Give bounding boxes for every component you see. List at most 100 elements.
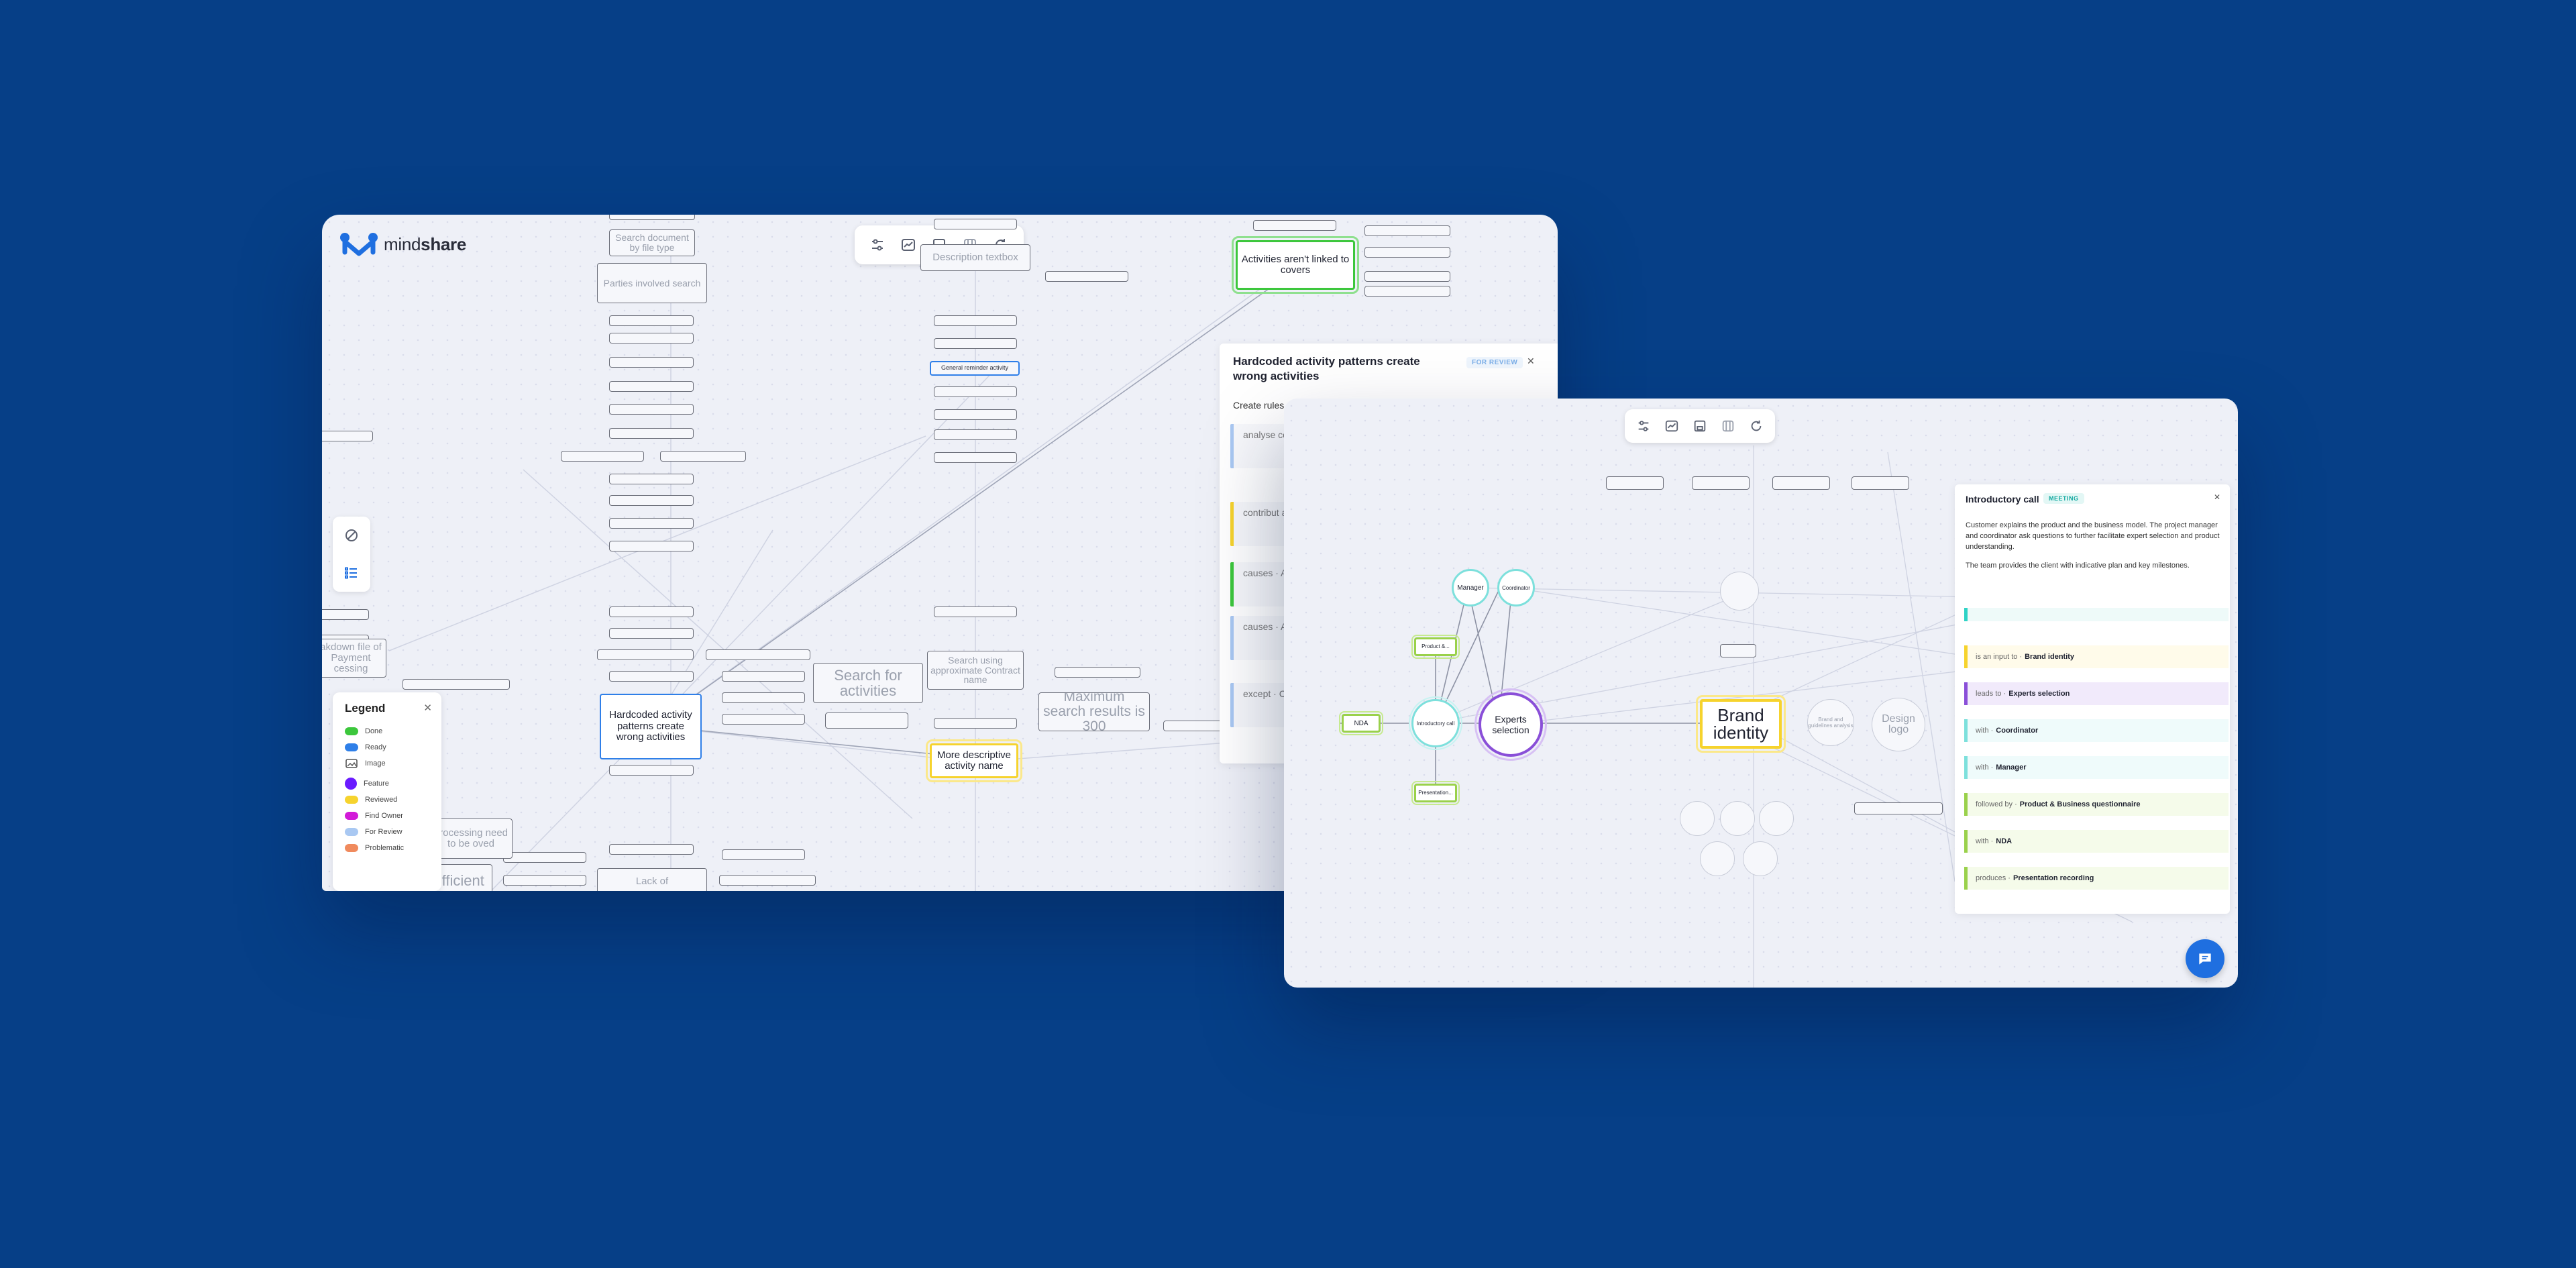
map-node[interactable]	[609, 381, 694, 392]
map-node-coordinator[interactable]: Coordinator	[1497, 569, 1535, 606]
map-node[interactable]	[934, 386, 1017, 397]
map-node-breakdown[interactable]: akdown file of Payment cessing	[322, 639, 386, 678]
map-node[interactable]	[1606, 476, 1664, 490]
map-node-description[interactable]: Description textbox	[920, 244, 1030, 271]
map-node-circle[interactable]	[1743, 841, 1778, 876]
map-node[interactable]	[609, 606, 694, 617]
map-node-nda[interactable]: NDA	[1339, 711, 1383, 735]
map-node-circle[interactable]	[1680, 801, 1715, 836]
map-node[interactable]	[609, 671, 694, 682]
map-node[interactable]	[706, 649, 810, 660]
close-icon[interactable]: ✕	[423, 702, 432, 714]
map-node[interactable]	[825, 712, 908, 729]
map-node-search-doc[interactable]: Search document by file type	[609, 229, 695, 256]
map-node-search-activities[interactable]: Search for activities	[813, 663, 923, 703]
map-node[interactable]	[1720, 644, 1756, 657]
map-node-brand-identity[interactable]: Brand identity	[1696, 695, 1786, 753]
map-node[interactable]	[1055, 667, 1140, 678]
map-node[interactable]	[609, 428, 694, 439]
map-node[interactable]	[722, 671, 805, 682]
map-node[interactable]	[719, 875, 816, 886]
map-node[interactable]	[934, 315, 1017, 326]
map-node[interactable]	[934, 606, 1017, 617]
map-node[interactable]	[609, 844, 694, 855]
close-icon[interactable]: ✕	[2214, 492, 2221, 502]
map-node[interactable]	[503, 875, 586, 886]
map-node[interactable]	[609, 215, 695, 220]
map-node[interactable]	[609, 495, 694, 506]
map-node[interactable]	[1253, 220, 1336, 231]
map-node-manager[interactable]: Manager	[1452, 569, 1489, 606]
map-node[interactable]	[609, 404, 694, 415]
map-node-search-approx[interactable]: Search using approximate Contract name	[927, 651, 1024, 690]
map-node[interactable]	[1692, 476, 1750, 490]
map-node[interactable]	[402, 679, 510, 690]
map-node-circle[interactable]	[1720, 801, 1755, 836]
map-node[interactable]	[1364, 225, 1450, 236]
list-icon[interactable]	[343, 565, 360, 581]
map-node[interactable]	[609, 765, 694, 776]
map-node[interactable]	[609, 333, 694, 344]
map-node[interactable]	[322, 609, 369, 620]
chat-button[interactable]	[2186, 939, 2224, 978]
map-node-circle[interactable]	[1759, 801, 1794, 836]
map-node[interactable]	[660, 451, 746, 462]
map-node[interactable]	[322, 431, 373, 441]
map-node-lack-of[interactable]: Lack of	[597, 868, 707, 891]
map-node[interactable]	[1364, 286, 1450, 297]
grid-icon[interactable]	[1720, 418, 1736, 434]
map-node-general-reminder[interactable]: General reminder activity	[930, 361, 1020, 376]
map-node[interactable]	[1854, 802, 1943, 814]
map-node[interactable]	[934, 452, 1017, 463]
map-node[interactable]	[609, 474, 694, 484]
map-node-hardcoded-selected[interactable]: Hardcoded activity patterns create wrong…	[600, 694, 702, 759]
map-node-parties[interactable]: Parties involved search	[597, 263, 707, 303]
map-node-more-descriptive[interactable]: More descriptive activity name	[926, 739, 1022, 782]
map-node-circle[interactable]	[1700, 841, 1735, 876]
map-node-product[interactable]: Product &...	[1411, 635, 1460, 659]
no-view-icon[interactable]	[343, 527, 360, 543]
map-node[interactable]	[1163, 721, 1228, 731]
relation-item[interactable]: with ·Manager	[1964, 756, 2229, 779]
relation-item[interactable]: produces ·Presentation recording	[1964, 867, 2229, 890]
relation-item[interactable]	[1964, 608, 2229, 621]
map-node[interactable]	[1045, 271, 1128, 282]
map-node-presentation[interactable]: Presentation...	[1411, 781, 1460, 805]
map-node[interactable]	[609, 518, 694, 529]
map-node[interactable]	[934, 409, 1017, 420]
filter-icon[interactable]	[1635, 418, 1652, 434]
map-node[interactable]	[934, 429, 1017, 440]
map-node[interactable]	[1772, 476, 1830, 490]
map-node[interactable]	[503, 852, 586, 863]
relation-item[interactable]: followed by ·Product & Business question…	[1964, 793, 2229, 816]
map-node-max-search[interactable]: Maximum search results is 300	[1038, 692, 1150, 731]
map-node[interactable]	[934, 219, 1017, 229]
map-node-experts[interactable]: Experts selection	[1474, 688, 1547, 761]
map-node[interactable]	[597, 649, 694, 660]
filter-icon[interactable]	[869, 237, 885, 253]
map-node[interactable]	[609, 357, 694, 368]
map-node-circle[interactable]	[1720, 572, 1759, 611]
chart-icon[interactable]	[900, 237, 916, 253]
map-node[interactable]	[722, 849, 805, 860]
map-node-brand-guidelines[interactable]: Brand and guidelines analysis	[1807, 699, 1854, 746]
refresh-icon[interactable]	[1748, 418, 1764, 434]
close-icon[interactable]: ✕	[1527, 356, 1535, 366]
map-node[interactable]	[1364, 271, 1450, 282]
app-logo[interactable]: mindshare	[339, 232, 466, 256]
map-node-activities-covers[interactable]: Activities aren't linked to covers	[1232, 236, 1359, 294]
map-node-processing[interactable]: processing need to be oved	[429, 818, 513, 859]
map-node[interactable]	[934, 338, 1017, 349]
map-node[interactable]	[722, 692, 805, 703]
map-node[interactable]	[609, 541, 694, 551]
relation-item[interactable]: leads to ·Experts selection	[1964, 682, 2229, 705]
map-node[interactable]	[1851, 476, 1909, 490]
map-node[interactable]	[1364, 247, 1450, 258]
map-node[interactable]	[722, 714, 805, 725]
map-node-intro-call[interactable]: Introductory call	[1409, 696, 1462, 750]
map-node-design-logo[interactable]: Design logo	[1872, 698, 1925, 751]
map-node[interactable]	[609, 628, 694, 639]
save-icon[interactable]	[1692, 418, 1708, 434]
relation-item[interactable]: with ·Coordinator	[1964, 719, 2229, 742]
chart-icon[interactable]	[1664, 418, 1680, 434]
